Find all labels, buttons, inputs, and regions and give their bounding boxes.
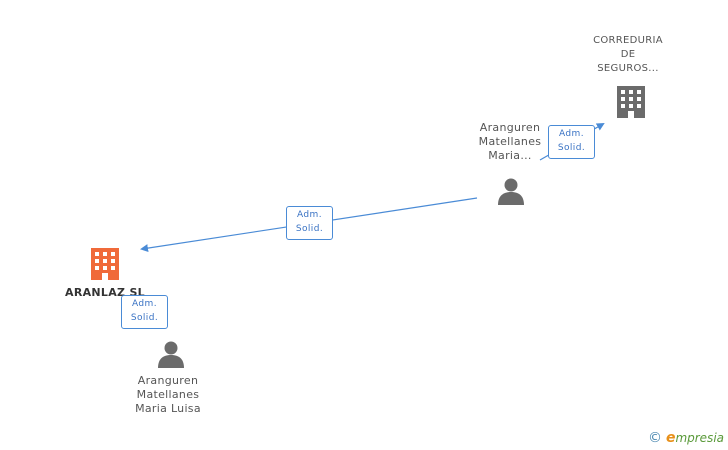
person-top-label: Aranguren Matellanes Maria... [460, 121, 560, 163]
edge-badge-person-bottom-aranlaz[interactable]: Adm. Solid. [121, 295, 168, 329]
aranlaz-building-icon[interactable] [88, 246, 122, 286]
person-bottom-label-line1: Aranguren [137, 374, 199, 387]
person-bottom-label-line3: Maria Luisa [135, 402, 201, 415]
correduria-label-line3: SEGUROS... [597, 63, 659, 74]
edge-badge-line1: Adm. [559, 129, 584, 139]
edge-badge-line1: Adm. [297, 210, 322, 220]
empresia-watermark: ©empresia [648, 430, 724, 446]
brand-rest: mpresia [675, 431, 724, 445]
edge-badge-person-top-correduria[interactable]: Adm. Solid. [548, 125, 595, 159]
correduria-label: CORREDURIA DE SEGUROS... [578, 34, 678, 76]
edge-badge-line2: Solid. [295, 224, 324, 234]
person-top-label-line2: Matellanes [478, 135, 542, 148]
person-top-label-line3: Maria... [488, 149, 532, 162]
edge-badge-line1: Adm. [132, 299, 157, 309]
person-top-icon[interactable] [496, 176, 526, 210]
person-bottom-icon[interactable] [156, 339, 186, 373]
correduria-label-line1: CORREDURIA [593, 35, 663, 46]
edge-badge-line2: Solid. [557, 143, 586, 153]
person-top-label-line1: Aranguren [479, 121, 541, 134]
correduria-label-line2: DE [620, 49, 636, 60]
edge-badge-person-top-aranlaz[interactable]: Adm. Solid. [286, 206, 333, 240]
copyright-icon: © [647, 430, 662, 446]
edge-badge-line2: Solid. [130, 313, 159, 323]
person-bottom-label: Aranguren Matellanes Maria Luisa [118, 374, 218, 416]
correduria-building-icon[interactable] [614, 84, 648, 124]
person-bottom-label-line2: Matellanes [136, 388, 200, 401]
brand-initial: e [665, 430, 676, 446]
